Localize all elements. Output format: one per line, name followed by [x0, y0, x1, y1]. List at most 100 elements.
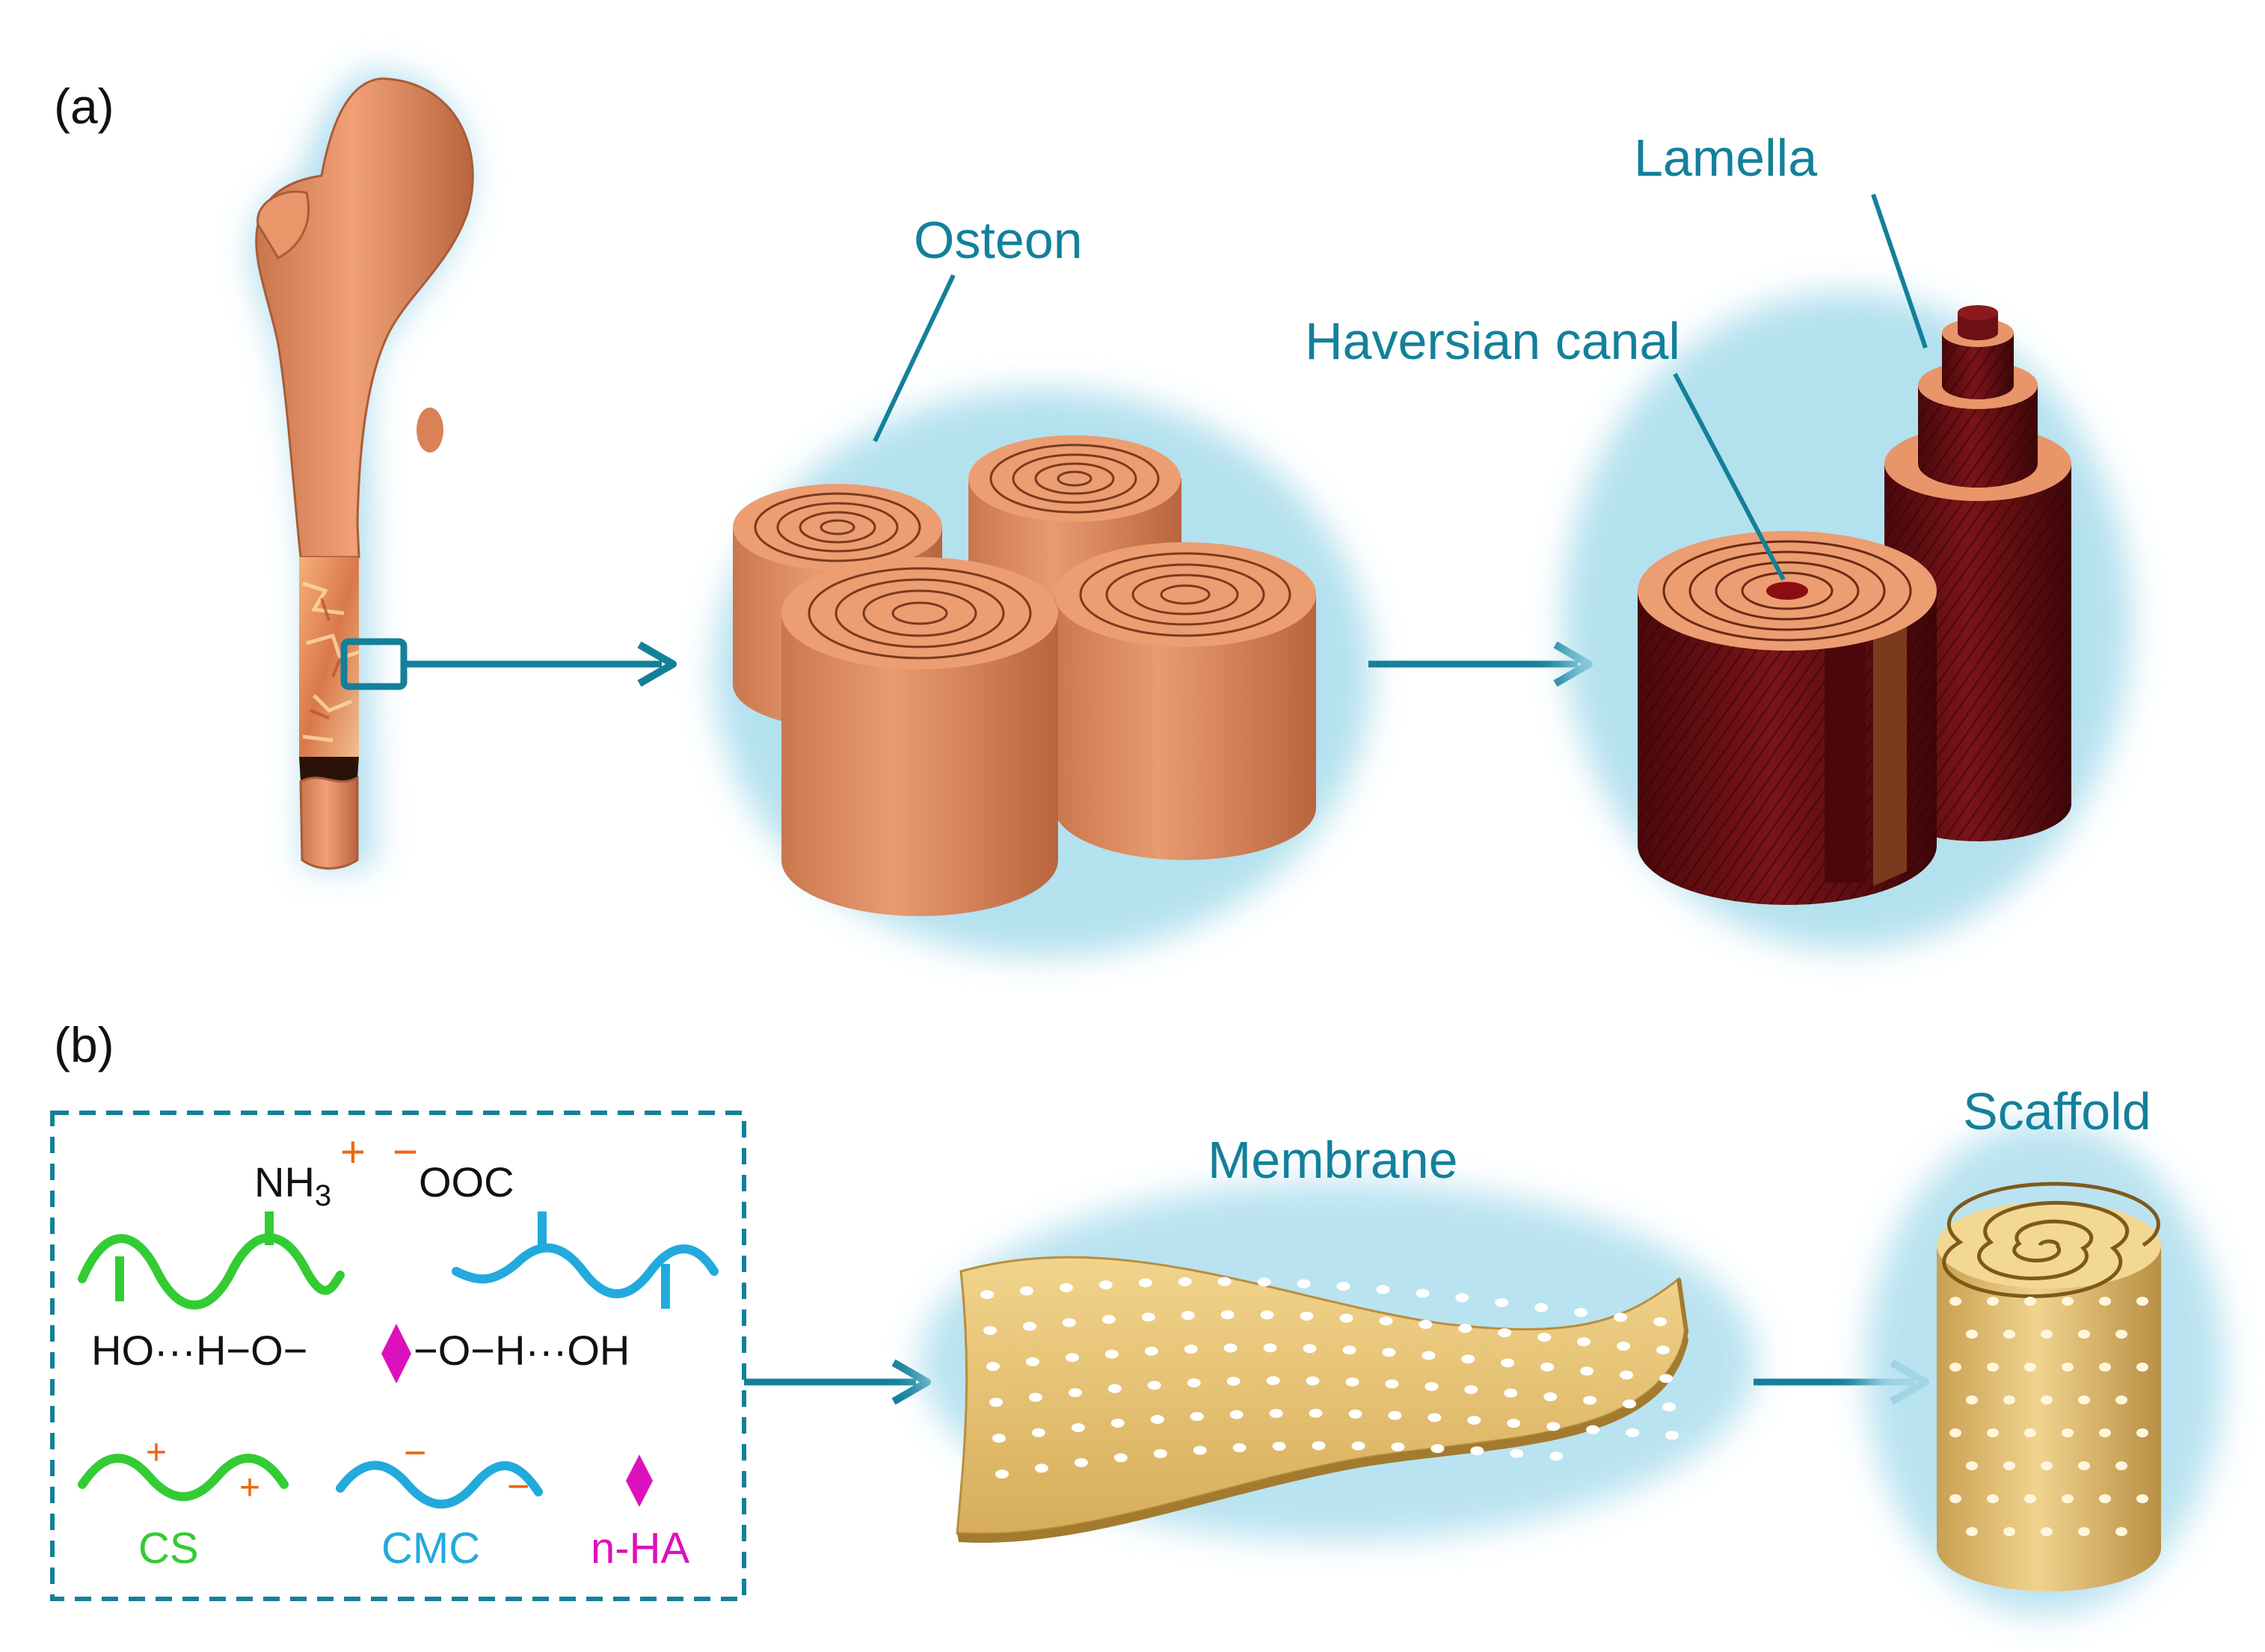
membrane-pore	[1257, 1277, 1271, 1287]
minus-charge-top: −	[393, 1128, 418, 1176]
scaffold-pore	[2062, 1363, 2074, 1372]
membrane-pore	[1300, 1311, 1314, 1321]
scaffold-pore	[2041, 1330, 2053, 1339]
membrane-pore	[1455, 1293, 1469, 1303]
membrane-pore	[1266, 1376, 1280, 1386]
membrane-pore	[1153, 1449, 1167, 1458]
membrane-pore	[992, 1434, 1006, 1443]
membrane-pore	[1217, 1277, 1232, 1286]
arrow-chem-to-membrane	[744, 1359, 931, 1405]
nha-legend-label: n-HA	[591, 1524, 689, 1573]
lamella-label: Lamella	[1634, 129, 1817, 187]
membrane-pore	[1665, 1431, 1679, 1440]
membrane-pore	[1065, 1353, 1079, 1363]
membrane-pore	[1540, 1362, 1555, 1372]
membrane-pore	[1348, 1409, 1362, 1419]
plus-charge-top: +	[340, 1128, 366, 1176]
membrane-pore	[1351, 1441, 1365, 1451]
membrane-pore	[1391, 1442, 1405, 1452]
scaffold-pore	[2099, 1297, 2111, 1306]
cmc-legend-label: CMC	[381, 1524, 480, 1573]
membrane-pore	[1336, 1281, 1350, 1291]
membrane-pore	[1574, 1308, 1588, 1317]
fracture-region	[299, 557, 359, 759]
scaffold-label: Scaffold	[1963, 1082, 2151, 1140]
scaffold-illustration	[1866, 1122, 2225, 1615]
scaffold-pore	[1987, 1363, 1999, 1372]
membrane-pore	[1104, 1349, 1119, 1359]
membrane-pore	[989, 1398, 1003, 1407]
scaffold-pore	[2115, 1330, 2127, 1339]
membrane-pore	[1110, 1419, 1125, 1428]
scaffold-pore	[2136, 1297, 2148, 1306]
membrane-pore	[1312, 1441, 1326, 1451]
scaffold-pore	[2099, 1428, 2111, 1437]
membrane-pore	[1098, 1280, 1113, 1290]
membrane-pore	[1025, 1357, 1039, 1366]
osteon-cluster	[714, 274, 1372, 957]
membrane-pore	[1022, 1321, 1036, 1331]
scaffold-pore	[2024, 1494, 2036, 1503]
membrane-pore	[1458, 1324, 1472, 1333]
membrane-pore	[1226, 1377, 1241, 1386]
membrane-pore	[1062, 1318, 1076, 1327]
membrane-pore	[1220, 1310, 1235, 1319]
membrane-pore	[1019, 1286, 1033, 1296]
scaffold-pore	[2003, 1461, 2015, 1470]
membrane-pore	[983, 1326, 997, 1336]
scaffold-pore	[2024, 1428, 2036, 1437]
scaffold-pores	[1949, 1297, 2148, 1536]
hydrogen-bond-left: HO···H−O−	[91, 1327, 307, 1374]
membrane-pore	[1193, 1446, 1207, 1455]
membrane-pore	[1263, 1343, 1277, 1353]
scaffold-pore	[1966, 1527, 1978, 1536]
membrane-pore	[1653, 1317, 1667, 1327]
membrane-pore	[1071, 1423, 1085, 1432]
membrane-pore	[1306, 1376, 1320, 1386]
scaffold-pore	[2024, 1363, 2036, 1372]
membrane-pore	[1074, 1458, 1088, 1467]
membrane-pore	[1580, 1366, 1594, 1376]
arrow-osteon-to-lamella	[1368, 641, 1593, 687]
membrane-pore	[1379, 1316, 1393, 1326]
haversian-canal-label: Haversian canal	[1305, 312, 1680, 370]
scaffold-pore	[2136, 1363, 2148, 1372]
scaffold-pore	[2115, 1527, 2127, 1536]
membrane-pore	[1113, 1453, 1128, 1463]
membrane-pore	[1543, 1392, 1558, 1401]
scaffold-pore	[1966, 1330, 1978, 1339]
membrane-pore	[1190, 1412, 1204, 1422]
membrane-pore	[1510, 1449, 1524, 1458]
membrane-pore	[1107, 1384, 1122, 1393]
cmc-minus-2: −	[507, 1465, 529, 1508]
membrane-pore	[1181, 1311, 1195, 1320]
membrane-pore	[1425, 1382, 1439, 1391]
membrane-pore	[1144, 1346, 1158, 1356]
scaffold-pore	[2136, 1494, 2148, 1503]
membrane-pore	[1504, 1388, 1518, 1398]
membrane-pore	[1229, 1410, 1244, 1419]
membrane-pore	[1068, 1388, 1082, 1398]
scaffold-pore	[2078, 1461, 2090, 1470]
scaffold-pore	[2099, 1363, 2111, 1372]
membrane-pore	[1034, 1464, 1048, 1473]
scaffold-pore	[1949, 1494, 1961, 1503]
membrane-pore	[1495, 1298, 1509, 1307]
scaffold-pore	[2041, 1395, 2053, 1404]
membrane-pore	[1184, 1345, 1198, 1354]
membrane-pore	[1150, 1415, 1164, 1424]
membrane-pore	[1187, 1378, 1201, 1388]
membrane-pore	[1031, 1428, 1045, 1437]
cs-plus-2: +	[239, 1468, 260, 1508]
scaffold-pore	[1966, 1395, 1978, 1404]
membrane-pore	[1419, 1319, 1433, 1329]
cs-plus-1: +	[146, 1433, 167, 1473]
nh3-label: NH3	[254, 1158, 331, 1212]
chemistry-schematic: NH3 + − OOC HO···H−O− −O−H···OH + + CS −…	[78, 1128, 719, 1573]
nha-legend-diamond	[626, 1455, 653, 1507]
nha-diamond-center	[381, 1324, 411, 1384]
membrane-pore	[1617, 1342, 1631, 1351]
scaffold-pore	[2062, 1428, 2074, 1437]
membrane-pore	[1659, 1374, 1673, 1384]
